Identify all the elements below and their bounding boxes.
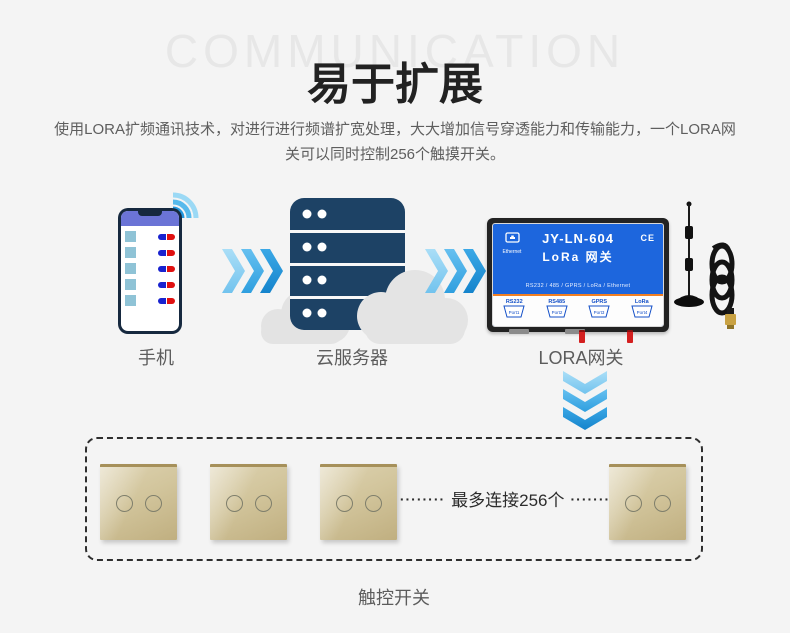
arrow-right-icon (222, 249, 283, 293)
ethernet-label: Ethernet (502, 249, 522, 255)
ce-mark: CE (640, 233, 655, 243)
touch-switch (210, 464, 287, 540)
phone-icon (118, 208, 182, 334)
sma-connector-icon (579, 330, 585, 343)
list-thumbnail (125, 295, 136, 306)
touch-button-circle (144, 495, 162, 512)
arrow-down-icon (563, 371, 607, 430)
phone-list-item (125, 295, 175, 306)
gateway-device: Ethernet JY-LN-604 LoRa 网关 CE RS232 / 48… (487, 218, 669, 343)
touch-switch (320, 464, 397, 540)
list-thumbnail (125, 263, 136, 274)
cloud-icon (357, 270, 468, 344)
page-title: 易于扩展 (307, 60, 483, 109)
max-connect-text: 最多连接256个 (451, 491, 565, 510)
phone-list-item (125, 263, 175, 274)
sma-connector-icon (627, 330, 633, 343)
phone-screen (121, 211, 179, 331)
arrow-right-icon (425, 249, 486, 293)
touch-button-circle (364, 495, 382, 512)
touch-switch (609, 464, 686, 540)
port-gprs: GPRS Port3 (586, 299, 612, 323)
touch-button-circle (624, 495, 642, 512)
list-thumbnail (125, 279, 136, 290)
orange-divider (493, 294, 663, 296)
toggle-icon (158, 233, 175, 240)
phone-list-item (125, 247, 175, 258)
max-connect-note: ········ 最多连接256个 ······· (400, 486, 609, 511)
toggle-icon (158, 281, 175, 288)
port-lora: LoRa Port4 (629, 299, 655, 323)
gateway-bottom-slot (509, 329, 529, 334)
db9-connector-icon: Port1 (503, 305, 525, 318)
db9-connector-icon: Port4 (631, 305, 653, 318)
gateway-front-panel: Ethernet JY-LN-604 LoRa 网关 CE RS232 / 48… (492, 223, 664, 327)
touch-button-circle (254, 495, 272, 512)
gateway-interfaces: RS232 / 485 / GPRS / LoRa / Ethernet (525, 283, 631, 289)
cloud-server-illustration (261, 198, 468, 344)
db9-connector-icon: Port3 (588, 305, 610, 318)
touch-button-circle (335, 495, 353, 512)
leader-dots-left: ········ (399, 490, 446, 507)
antenna-icon (674, 201, 736, 329)
gateway-label: LORA网关 (538, 348, 624, 368)
gateway-model: JY-LN-604 (542, 231, 614, 246)
description-text: 使用LORA扩频通讯技术，对进行进行频谱扩宽处理，大大增加信号穿透能力和传输能力… (54, 121, 736, 163)
list-thumbnail (125, 231, 136, 242)
phone-list-item (125, 279, 175, 290)
toggle-icon (158, 297, 175, 304)
phone-notch (138, 211, 162, 216)
svg-text:Port1: Port1 (509, 310, 520, 315)
touch-button-circle (653, 495, 671, 512)
phone-label: 手机 (138, 348, 174, 368)
lora-gateway-illustration: Ethernet JY-LN-604 LoRa 网关 CE RS232 / 48… (487, 201, 742, 350)
gateway-bottom-slot (565, 329, 585, 334)
touch-button-circle (225, 495, 243, 512)
touch-switch (100, 464, 177, 540)
phone-app-header (121, 211, 179, 226)
toggle-icon (158, 265, 175, 272)
server-label: 云服务器 (316, 348, 388, 368)
list-thumbnail (125, 247, 136, 258)
port-rs485: RS485 Port2 (544, 299, 570, 323)
toggle-icon (158, 249, 175, 256)
gateway-name: LoRa 网关 (542, 250, 614, 264)
touch-button-circle (115, 495, 133, 512)
phone-illustration (112, 192, 212, 338)
ethernet-port-icon: Ethernet (498, 230, 526, 255)
watermark-text: COMMUNICATION (164, 25, 626, 77)
gateway-panel-top: Ethernet JY-LN-604 LoRa 网关 CE RS232 / 48… (493, 224, 663, 294)
phone-list-item (125, 231, 175, 242)
switch-group-outline (85, 437, 703, 561)
svg-text:Port3: Port3 (594, 310, 605, 315)
leader-dots-right: ······· (570, 490, 611, 507)
svg-text:Port2: Port2 (551, 310, 562, 315)
switch-section-label: 触控开关 (358, 588, 430, 608)
svg-text:Port4: Port4 (636, 310, 647, 315)
gateway-port-row: RS232 Port1 RS485 Port2 (493, 296, 663, 326)
port-rs232: RS232 Port1 (501, 299, 527, 323)
db9-connector-icon: Port2 (546, 305, 568, 318)
